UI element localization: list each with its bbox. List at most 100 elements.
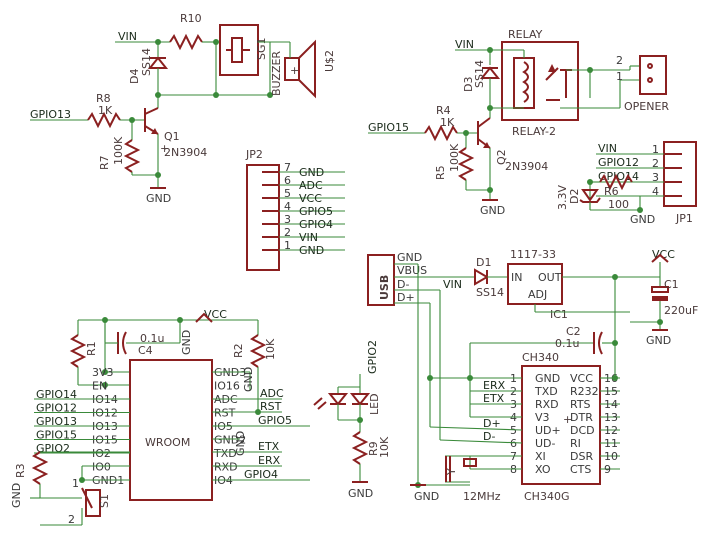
net-label-erx-wroom: ERX: [258, 454, 281, 467]
ch340-part: CH340G: [524, 490, 569, 503]
jp2-pin-label: GND: [299, 166, 324, 179]
jp2-label: JP2: [245, 148, 263, 161]
jp2-pin-label: GND: [299, 244, 324, 257]
crystal-12mhz: [463, 458, 477, 467]
ch340-pin-num: 11: [604, 437, 618, 450]
jp1-pin-num: 3: [652, 171, 659, 184]
led-section: GPIO2 LED R9 10K GND: [313, 340, 391, 500]
net-label-dplus: D+: [483, 417, 501, 430]
gnd-label-wroom-mid: GND: [234, 431, 247, 456]
wroom-left-net: GPIO13: [36, 415, 77, 428]
ch340-pin-num: 13: [604, 411, 618, 424]
ch340-pin-label: DTR: [570, 411, 593, 424]
net-label-vin-usb: VIN: [443, 278, 462, 291]
jp2-pin-num: 5: [284, 187, 291, 200]
gnd-label-c1: GND: [646, 334, 671, 347]
ch340-pin-label: UD+: [535, 424, 561, 437]
jp1-pin-num: 1: [652, 143, 659, 156]
jp2-pin-num: 4: [284, 200, 291, 213]
wroom-pin-right: RXD: [214, 461, 238, 474]
jp1-pin-num: 4: [652, 185, 659, 198]
ch340-pin-num: 6: [510, 437, 517, 450]
resistor-r9: [351, 431, 369, 465]
net-label-gpio5-wroom: GPIO5: [258, 414, 292, 427]
ch340-pin-label: TXD: [534, 385, 558, 398]
net-label-vin: VIN: [118, 30, 137, 43]
gnd-label-q1: GND: [146, 192, 171, 205]
resistor-r7: [123, 139, 141, 173]
wroom-pin-left: 3V3: [92, 366, 114, 379]
resistor-r4: [424, 124, 458, 142]
wroom-pin-left: IO0: [92, 461, 111, 474]
ch340-label: CH340: [522, 351, 559, 364]
c4-label: C4: [138, 344, 153, 357]
ch340-pin-label: UD-: [535, 437, 556, 450]
d4-label: D4: [128, 69, 141, 84]
r2-label: R2: [232, 343, 245, 358]
jp1-label: JP1: [675, 212, 693, 225]
wroom-section: VCC 0.1u C4 GND R1 R2 10K WROOM 3V3ENIO1…: [10, 308, 310, 526]
diode-d1: [474, 268, 489, 286]
us2-label: U$2: [323, 50, 336, 72]
resistor-r8: [87, 111, 121, 129]
r8-value: 1K: [98, 104, 113, 117]
net-label-adc-wroom: ADC: [260, 387, 284, 400]
r7-label: R7: [98, 155, 111, 170]
ch340-pin-num: 5: [510, 424, 517, 437]
net-label-vin-relay: VIN: [455, 38, 474, 51]
r3-label: R3: [14, 463, 27, 478]
wroom-pin-right: GND2: [214, 434, 246, 447]
r7-value: 100K: [112, 136, 125, 165]
wroom-left-net: GPIO15: [36, 429, 77, 442]
jp1-pin-num: 2: [652, 157, 659, 170]
buzzer-section: VIN R10 SG1 + BUZZER U$2 D4 SS14 GPIO13 …: [30, 12, 336, 205]
r8-label: R8: [96, 92, 111, 105]
net-label-etx-wroom: ETX: [258, 440, 280, 453]
s1-label: S1: [98, 494, 111, 508]
jp2-pin-num: 2: [284, 226, 291, 239]
ch340-pin-num: 9: [604, 463, 611, 476]
resistor-r10: [169, 33, 203, 51]
relay2-label: RELAY-2: [512, 125, 556, 138]
r1-label: R1: [85, 341, 98, 356]
r4-label: R4: [436, 104, 451, 117]
ch340-pin-num: 15: [604, 385, 618, 398]
jp2-pin-num: 7: [284, 161, 291, 174]
net-label-rst-wroom: RST: [260, 400, 282, 413]
d1-type: SS14: [476, 286, 504, 299]
r2-value: 10K: [264, 338, 277, 360]
relay-section: VIN D3 SS14 RELAY RELAY-2 2 1 OPENER GPI…: [368, 28, 669, 217]
r10-label: R10: [180, 12, 202, 25]
usb-connector: [367, 254, 395, 306]
ch340-pin-num: 14: [604, 398, 618, 411]
capacitor-c1: [651, 286, 669, 293]
svg-text:+: +: [563, 413, 572, 426]
resistor-r5: [457, 147, 475, 181]
ch340-pin-label: CTS: [570, 463, 591, 476]
c2-value: 0.1u: [555, 337, 579, 350]
jp2-pin-num: 3: [284, 213, 291, 226]
r5-label: R5: [434, 165, 447, 180]
usb-section: USB GND VBUS D- D+ VIN D1 SS14 1117-33 I…: [367, 248, 698, 485]
d4-type: SS14: [140, 48, 153, 76]
wroom-pin-right: RST: [214, 407, 236, 420]
ch340-pin-label: GND: [535, 372, 560, 385]
wroom-pin-right: IO16: [214, 380, 240, 393]
wroom-pin-left: EN: [92, 380, 107, 393]
net-label-gpio2-led: GPIO2: [366, 340, 379, 374]
gnd-label-jp1: GND: [630, 213, 655, 226]
jp1-pin-label: GPIO14: [598, 170, 639, 183]
r6-label: R6: [604, 185, 619, 198]
opener-connector: [639, 55, 667, 95]
q2-type: 2N3904: [505, 160, 548, 173]
ch340-pin-label: DSR: [570, 450, 593, 463]
c4-value: 0.1u: [140, 332, 164, 345]
jp2-pin-num: 1: [284, 239, 291, 252]
c2-label: C2: [566, 325, 581, 338]
ch340-pin-label: RXD: [535, 398, 559, 411]
ic1-pin-adj: ADJ: [528, 288, 547, 301]
led-label: LED: [368, 393, 381, 415]
net-label-gpio13: GPIO13: [30, 108, 71, 121]
